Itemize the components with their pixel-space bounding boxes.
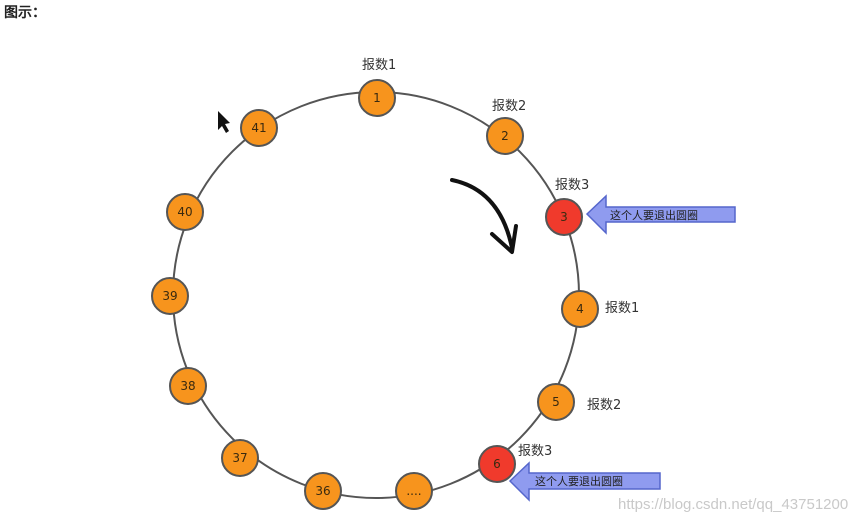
node-ellipsis: ....	[395, 472, 433, 510]
svg-text:3: 3	[560, 210, 568, 224]
exit-label-1: 这个人要退出圆圈	[610, 208, 698, 222]
svg-text:41: 41	[251, 121, 266, 135]
svg-text:38: 38	[180, 379, 195, 393]
node-5: 5	[537, 383, 575, 421]
page-heading: 图示：	[4, 5, 46, 21]
clockwise-arrow-icon	[450, 178, 518, 254]
svg-text:2: 2	[501, 129, 509, 143]
count-label-node-3: 报数3	[555, 178, 589, 193]
count-label-node-6: 报数3	[518, 444, 552, 459]
node-41: 41	[240, 109, 278, 147]
node-1: 1	[358, 79, 396, 117]
node-6: 6	[478, 445, 516, 483]
node-38: 38	[169, 367, 207, 405]
svg-text:....: ....	[406, 484, 421, 498]
count-label-node-5: 报数2	[587, 398, 621, 413]
exit-arrow-2: 这个人要退出圆圈	[508, 461, 661, 502]
svg-text:6: 6	[493, 457, 501, 471]
exit-label-2: 这个人要退出圆圈	[535, 474, 623, 488]
count-label-node-1: 报数1	[362, 58, 396, 73]
svg-text:36: 36	[315, 484, 330, 498]
node-2: 2	[486, 117, 524, 155]
node-37: 37	[221, 439, 259, 477]
ring-circle	[172, 91, 580, 499]
node-39: 39	[151, 277, 189, 315]
svg-text:4: 4	[576, 302, 584, 316]
node-40: 40	[166, 193, 204, 231]
node-3: 3	[545, 198, 583, 236]
svg-text:5: 5	[552, 395, 560, 409]
count-label-node-2: 报数2	[492, 99, 526, 114]
node-4: 4	[561, 290, 599, 328]
svg-text:1: 1	[373, 91, 381, 105]
svg-text:40: 40	[177, 205, 192, 219]
watermark: https://blog.csdn.net/qq_43751200	[618, 496, 849, 513]
svg-text:39: 39	[162, 289, 177, 303]
svg-text:37: 37	[232, 451, 247, 465]
cursor-pointer-icon	[218, 111, 230, 133]
count-label-node-4: 报数1	[605, 301, 639, 316]
exit-arrow-1: 这个人要退出圆圈	[585, 194, 736, 235]
node-36: 36	[304, 472, 342, 510]
